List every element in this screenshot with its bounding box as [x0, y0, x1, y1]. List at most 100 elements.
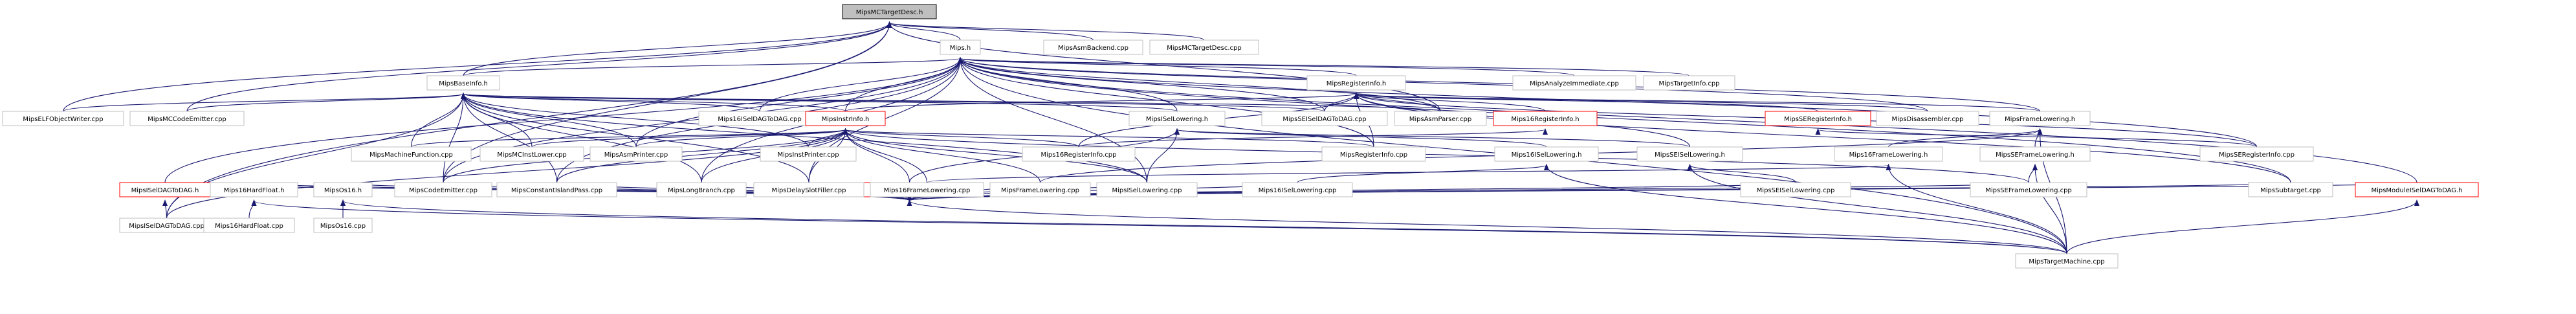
node-box[interactable] [1740, 182, 1851, 197]
graph-node[interactable]: MipsTargetMachine.cpp [2015, 253, 2119, 269]
graph-node[interactable]: MipsRegisterInfo.h [1306, 75, 1406, 91]
node-box[interactable] [1128, 111, 1226, 126]
graph-node[interactable]: MipsAnalyzeImmediate.cpp [1512, 75, 1636, 91]
node-box[interactable] [1394, 111, 1487, 126]
graph-node[interactable]: MipsFrameLowering.cpp [989, 182, 1091, 197]
node-box[interactable] [2, 111, 124, 126]
graph-node[interactable]: MipsISelLowering.cpp [1096, 182, 1198, 197]
node-box[interactable] [2248, 182, 2333, 197]
node-box[interactable] [351, 146, 472, 162]
graph-node[interactable]: MipsMCInstLower.cpp [479, 146, 584, 162]
graph-node[interactable]: Mips16RegisterInfo.h [1493, 111, 1598, 126]
graph-node[interactable]: MipsSEISelLowering.cpp [1740, 182, 1851, 197]
graph-node[interactable]: MipsSERegisterInfo.h [1765, 111, 1871, 126]
graph-node[interactable]: MipsMachineFunction.cpp [351, 146, 472, 162]
graph-node[interactable]: MipsLongBranch.cpp [656, 182, 747, 197]
graph-node[interactable]: MipsAsmParser.cpp [1394, 111, 1487, 126]
node-box[interactable] [394, 182, 492, 197]
node-box[interactable] [313, 182, 373, 197]
node-box[interactable] [1636, 146, 1743, 162]
node-box[interactable] [1876, 111, 1979, 126]
node-box[interactable] [1970, 182, 2087, 197]
node-box[interactable] [426, 75, 500, 91]
node-box[interactable] [496, 182, 617, 197]
node-box[interactable] [656, 182, 747, 197]
graph-node[interactable]: Mips16ISelLowering.h [1494, 146, 1599, 162]
node-box[interactable] [129, 111, 245, 126]
graph-node[interactable]: MipsELFObjectWriter.cpp [2, 111, 124, 126]
node-box[interactable] [1321, 146, 1426, 162]
graph-node[interactable]: Mips16HardFloat.h [210, 182, 298, 197]
node-box[interactable] [1242, 182, 1353, 197]
node-label: MipsRegisterInfo.cpp [1340, 151, 1407, 159]
graph-node[interactable]: MipsRegisterInfo.cpp [1321, 146, 1426, 162]
node-box[interactable] [760, 146, 857, 162]
include-edge [1888, 128, 2043, 148]
node-box[interactable] [870, 182, 984, 197]
graph-node[interactable]: MipsSEFrameLowering.cpp [1970, 182, 2087, 197]
node-box[interactable] [1834, 146, 1943, 162]
graph-node[interactable]: MipsInstrInfo.h [805, 111, 886, 126]
node-box[interactable] [1979, 146, 2091, 162]
graph-node[interactable]: MipsDisassembler.cpp [1876, 111, 1979, 126]
node-box[interactable] [805, 111, 886, 126]
graph-node[interactable]: MipsConstantIslandPass.cpp [496, 182, 617, 197]
graph-node[interactable]: Mips16ISelLowering.cpp [1242, 182, 1353, 197]
node-box[interactable] [753, 182, 864, 197]
graph-node[interactable]: MipsFrameLowering.h [1989, 111, 2091, 126]
node-box[interactable] [589, 146, 683, 162]
node-box[interactable] [1765, 111, 1871, 126]
node-box[interactable] [989, 182, 1091, 197]
graph-node[interactable]: MipsAsmBackend.cpp [1043, 39, 1143, 55]
graph-node[interactable]: MipsISelLowering.h [1128, 111, 1226, 126]
graph-node[interactable]: MipsInstPrinter.cpp [760, 146, 857, 162]
graph-node[interactable]: MipsCodeEmitter.cpp [394, 182, 492, 197]
node-box[interactable] [1096, 182, 1198, 197]
graph-node[interactable]: MipsTargetInfo.cpp [1643, 75, 1735, 91]
node-box[interactable] [2199, 146, 2314, 162]
node-box[interactable] [1493, 111, 1598, 126]
graph-node[interactable]: Mips.h [940, 39, 981, 55]
graph-node[interactable]: MipsSEFrameLowering.h [1979, 146, 2091, 162]
include-edge [1174, 128, 1547, 148]
graph-node[interactable]: MipsSubtarget.cpp [2248, 182, 2333, 197]
node-box[interactable] [479, 146, 584, 162]
graph-node[interactable]: MipsISelDAGToDAG.cpp [119, 218, 214, 233]
node-box[interactable] [1022, 146, 1136, 162]
node-box[interactable] [1149, 39, 1259, 55]
node-box[interactable] [313, 218, 373, 233]
graph-node[interactable]: MipsAsmPrinter.cpp [589, 146, 683, 162]
node-box[interactable] [1494, 146, 1599, 162]
node-box[interactable] [1512, 75, 1636, 91]
node-box[interactable] [2015, 253, 2119, 269]
graph-node[interactable]: Mips16HardFloat.cpp [203, 218, 295, 233]
graph-node[interactable]: MipsOs16.h [313, 182, 373, 197]
graph-node[interactable]: Mips16ISelDAGToDAG.cpp [698, 111, 821, 126]
graph-node[interactable]: MipsSEISelLowering.h [1636, 146, 1743, 162]
graph-node[interactable]: MipsMCTargetDesc.h [842, 4, 937, 19]
graph-node[interactable]: Mips16RegisterInfo.cpp [1022, 146, 1136, 162]
node-box[interactable] [1989, 111, 2091, 126]
graph-node[interactable]: MipsISelDAGToDAG.h [119, 182, 211, 197]
graph-node[interactable]: MipsOs16.cpp [313, 218, 373, 233]
node-box[interactable] [1043, 39, 1143, 55]
include-edge [186, 21, 892, 112]
graph-node[interactable]: Mips16FrameLowering.cpp [870, 182, 984, 197]
node-box[interactable] [210, 182, 298, 197]
graph-node[interactable]: Mips16FrameLowering.h [1834, 146, 1943, 162]
graph-node[interactable]: MipsMCTargetDesc.cpp [1149, 39, 1259, 55]
graph-node[interactable]: MipsBaseInfo.h [426, 75, 500, 91]
node-box[interactable] [1643, 75, 1735, 91]
node-box[interactable] [842, 4, 937, 19]
graph-node[interactable]: MipsDelaySlotFiller.cpp [753, 182, 864, 197]
graph-node[interactable]: MipsSEISelDAGToDAG.cpp [1261, 111, 1388, 126]
node-box[interactable] [2355, 182, 2479, 197]
node-box[interactable] [1261, 111, 1388, 126]
graph-node[interactable]: MipsModuleISelDAGToDAG.h [2355, 182, 2479, 197]
node-box[interactable] [1306, 75, 1406, 91]
node-box[interactable] [940, 39, 981, 55]
graph-node[interactable]: MipsMCCodeEmitter.cpp [129, 111, 245, 126]
graph-node[interactable]: MipsSERegisterInfo.cpp [2199, 146, 2314, 162]
node-label: MipsDisassembler.cpp [1892, 116, 1964, 123]
node-box[interactable] [203, 218, 295, 233]
